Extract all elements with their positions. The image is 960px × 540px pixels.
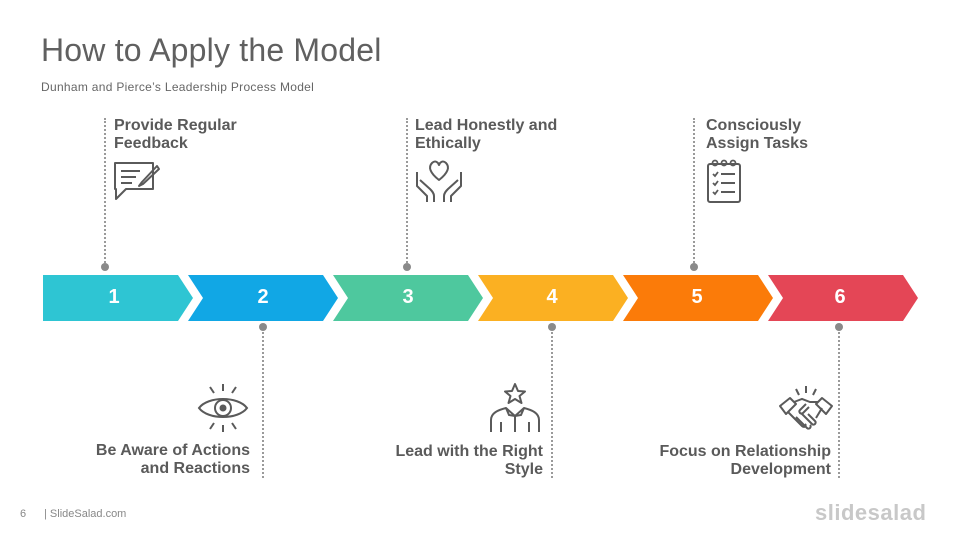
connector-line-4 bbox=[551, 328, 553, 478]
connector-dot-6 bbox=[835, 323, 843, 331]
checklist-icon bbox=[707, 159, 741, 203]
connector-line-2 bbox=[262, 328, 264, 478]
leader-star-icon bbox=[490, 383, 540, 432]
chevron-step-5 bbox=[623, 275, 773, 321]
slide-subtitle: Dunham and Pierce’s Leadership Process M… bbox=[41, 80, 315, 94]
step-label-5: Consciously Assign Tasks bbox=[706, 117, 808, 152]
step-label-4: Lead with the Right Style bbox=[395, 443, 543, 478]
step-label-1: Provide Regular Feedback bbox=[114, 117, 237, 152]
chevron-step-4 bbox=[478, 275, 628, 321]
connector-dot-4 bbox=[548, 323, 556, 331]
page-number: 6 bbox=[20, 508, 27, 520]
step-number-2: 2 bbox=[257, 286, 269, 308]
connector-line-1 bbox=[104, 118, 106, 266]
feedback-chat-icon bbox=[114, 162, 160, 200]
step-label-3: Lead Honestly and Ethically bbox=[415, 117, 558, 152]
step-label-2: Be Aware of Actions and Reactions bbox=[95, 442, 250, 477]
chevron-step-6 bbox=[768, 275, 918, 321]
handshake-icon bbox=[779, 386, 833, 430]
connector-dot-3 bbox=[403, 263, 411, 271]
chevron-step-1 bbox=[43, 275, 193, 321]
slidesalad-logo: slidesalad bbox=[815, 500, 927, 525]
step-number-3: 3 bbox=[402, 286, 414, 308]
step-number-4: 4 bbox=[546, 286, 558, 308]
chevron-step-3 bbox=[333, 275, 483, 321]
step-number-1: 1 bbox=[108, 286, 120, 308]
step-label-6: Focus on Relationship Development bbox=[659, 443, 831, 478]
footer-brand-link[interactable]: | SlideSalad.com bbox=[44, 508, 127, 520]
connector-line-6 bbox=[838, 328, 840, 478]
connector-dot-1 bbox=[101, 263, 109, 271]
connector-line-3 bbox=[406, 118, 408, 266]
connector-line-5 bbox=[693, 118, 695, 266]
connector-dot-2 bbox=[259, 323, 267, 331]
step-number-5: 5 bbox=[691, 286, 703, 308]
connector-dot-5 bbox=[690, 263, 698, 271]
step-number-6: 6 bbox=[834, 286, 846, 308]
chevron-step-2 bbox=[188, 275, 338, 321]
slide-title: How to Apply the Model bbox=[41, 32, 382, 68]
heart-hands-icon bbox=[416, 160, 462, 202]
eye-icon bbox=[197, 384, 249, 432]
